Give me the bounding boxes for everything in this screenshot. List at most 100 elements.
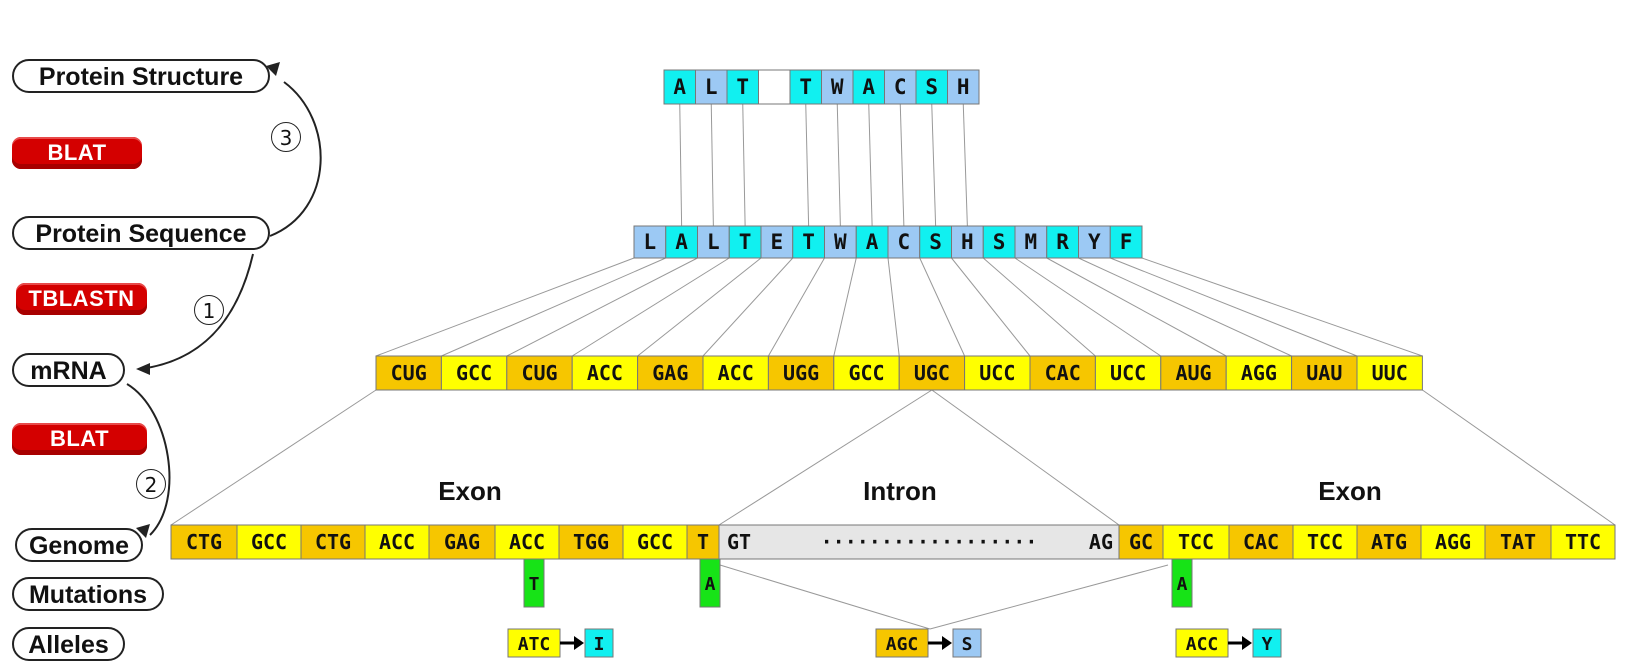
svg-text:CAC: CAC <box>1045 361 1081 385</box>
mrna-genome-link <box>170 389 377 526</box>
svg-text:··················: ·················· <box>821 530 1038 554</box>
svg-text:AUG: AUG <box>1175 361 1211 385</box>
exon2-codon: AGG <box>1420 524 1486 560</box>
arrow-sequence-to-structure-head-icon <box>266 62 280 76</box>
protein-mrna-link <box>637 257 762 357</box>
splice-allele-link <box>719 564 931 630</box>
svg-text:A: A <box>866 230 879 254</box>
protein-residue: Y <box>1078 225 1111 259</box>
svg-text:GCC: GCC <box>848 361 884 385</box>
protein-mrna-link <box>1014 257 1162 357</box>
structure-residue: S <box>915 69 948 105</box>
svg-text:ACC: ACC <box>379 530 415 554</box>
svg-text:C: C <box>898 230 911 254</box>
mrna-codon: UAU <box>1291 355 1358 391</box>
arrow-sequence-to-mrna <box>139 253 254 370</box>
svg-text:TTC: TTC <box>1565 530 1601 554</box>
svg-text:S: S <box>962 634 973 655</box>
allele-codon: ATC <box>507 628 561 658</box>
arrow-sequence-to-structure <box>269 81 322 237</box>
mrna-codon: UGC <box>898 355 966 391</box>
protein-residue: L <box>697 225 730 259</box>
structure-protein-link <box>962 103 968 227</box>
exon2-codon: CAC <box>1228 524 1294 560</box>
protein-mrna-link <box>1141 257 1423 357</box>
allele-codon: ACC <box>1175 628 1229 658</box>
svg-text:GAG: GAG <box>444 530 480 554</box>
svg-text:TCC: TCC <box>1178 530 1214 554</box>
svg-text:ACC: ACC <box>1186 634 1219 655</box>
structure-residue <box>758 69 791 105</box>
svg-text:CTG: CTG <box>315 530 351 554</box>
svg-text:GCC: GCC <box>637 530 673 554</box>
svg-text:CTG: CTG <box>186 530 222 554</box>
svg-text:A: A <box>1177 574 1188 595</box>
protein-mrna-link <box>571 257 730 357</box>
protein-residue: C <box>887 225 921 259</box>
exon1-codon: TGG <box>558 524 624 560</box>
mrna-codon: GAG <box>637 355 704 391</box>
svg-text:E: E <box>771 230 784 254</box>
level-protein-structure: Protein Structure <box>12 59 270 93</box>
arrow-mrna-to-genome <box>126 383 171 536</box>
protein-residue: L <box>633 225 667 259</box>
svg-text:W: W <box>831 75 844 99</box>
svg-text:UCC: UCC <box>979 361 1015 385</box>
mrna-codon: CAC <box>1029 355 1096 391</box>
protein-mrna-link <box>1046 257 1227 357</box>
svg-text:UUC: UUC <box>1372 361 1408 385</box>
mrna-genome-link <box>1422 389 1616 526</box>
svg-text:AG: AG <box>1089 530 1113 554</box>
structure-protein-link <box>899 103 905 227</box>
pipeline-arrows <box>126 62 322 538</box>
arrow-sequence-to-mrna-head-icon <box>136 363 150 375</box>
svg-text:ACC: ACC <box>509 530 545 554</box>
svg-text:S: S <box>925 75 938 99</box>
exon-right-label: Exon <box>1318 476 1382 506</box>
structure-protein-link <box>805 103 810 227</box>
structure-residue: W <box>821 69 854 105</box>
allele-arrow-icon <box>928 636 952 650</box>
svg-text:UGG: UGG <box>783 361 819 385</box>
mrna-codon: CUG <box>506 355 573 391</box>
blat-tool-badge-1: BLAT <box>12 137 142 169</box>
svg-text:S: S <box>993 230 1006 254</box>
svg-text:AGG: AGG <box>1241 361 1277 385</box>
protein-mrna-link <box>441 257 666 357</box>
svg-text:GAG: GAG <box>652 361 688 385</box>
level-protein-sequence: Protein Sequence <box>12 216 270 250</box>
exon2-codon: ATG <box>1356 524 1422 560</box>
mrna-codon: ACC <box>702 355 769 391</box>
svg-text:ACC: ACC <box>718 361 754 385</box>
intron-label: Intron <box>863 476 937 506</box>
protein-mrna-link <box>506 257 698 357</box>
svg-text:T: T <box>697 530 709 554</box>
svg-text:H: H <box>961 230 974 254</box>
exon1-codon: GCC <box>236 524 302 560</box>
svg-text:C: C <box>894 75 907 99</box>
allele-amino-acid: S <box>952 628 982 658</box>
protein-mrna-link <box>833 257 857 357</box>
svg-text:L: L <box>705 75 718 99</box>
svg-text:UCC: UCC <box>1110 361 1146 385</box>
exon2-codon: TCC <box>1292 524 1358 560</box>
mrna-genome-link <box>931 389 1120 526</box>
mutation-base: A <box>1171 558 1193 608</box>
exon-left-label: Exon <box>438 476 502 506</box>
exon1-codon: ACC <box>494 524 560 560</box>
allele-codon: AGC <box>875 628 929 658</box>
svg-text:TAT: TAT <box>1500 530 1536 554</box>
svg-text:CUG: CUG <box>521 361 557 385</box>
svg-text:ATC: ATC <box>518 634 551 655</box>
protein-mrna-link <box>767 257 825 357</box>
svg-text:F: F <box>1120 230 1133 254</box>
svg-text:T: T <box>529 574 540 595</box>
svg-text:T: T <box>802 230 815 254</box>
protein-mrna-link <box>982 257 1096 357</box>
svg-text:A: A <box>673 75 686 99</box>
svg-text:GCC: GCC <box>251 530 287 554</box>
svg-text:T: T <box>736 75 749 99</box>
svg-text:L: L <box>707 230 720 254</box>
